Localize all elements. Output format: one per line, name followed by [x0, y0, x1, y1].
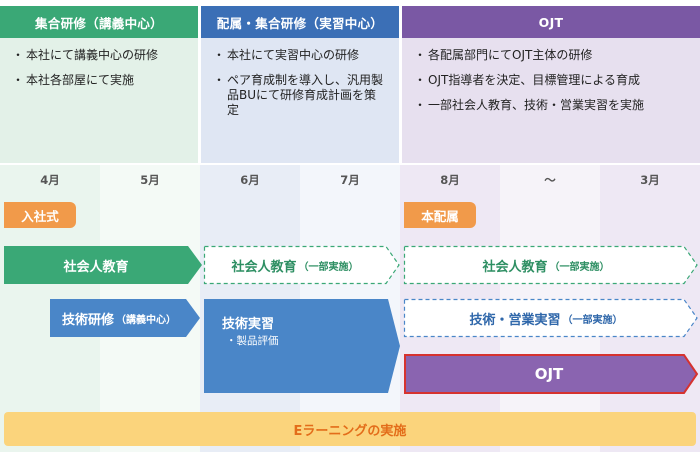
bullet: 本社にて講義中心の研修 [12, 48, 186, 63]
phase-header-lecture: 集合研修（講義中心） [0, 6, 198, 38]
bullet: 各配属部門にてOJT主体の研修 [414, 48, 688, 63]
elearning-bar: Eラーニングの実施 [4, 412, 696, 446]
phase-header-practice: 配属・集合研修（実習中心） [201, 6, 399, 38]
tech-training-label: 技術研修（講義中心） [61, 312, 176, 328]
month-label: 〜 [544, 173, 556, 187]
bullet: OJT指導者を決定、目標管理による育成 [414, 73, 688, 88]
bullet: ペア育成制を導入し、汎用製品BUにて研修育成計画を策定 [213, 73, 387, 118]
social-education-partial-label: 社会人教育（一部実施） [482, 259, 610, 275]
joining-ceremony-tag: 入社式 [4, 202, 76, 228]
month-label: 6月 [240, 173, 260, 187]
month-label: 4月 [40, 173, 60, 187]
social-education-partial-label: 社会人教育（一部実施） [231, 259, 359, 275]
tech-practice-sublabel: ・製品評価 [226, 335, 279, 347]
bullet: 一部社会人教育、技術・営業実習を実施 [414, 98, 688, 113]
bullet: 本社にて実習中心の研修 [213, 48, 387, 63]
month-label: 3月 [640, 173, 660, 187]
month-label: 5月 [140, 173, 160, 187]
tech-training-arrow [50, 299, 200, 337]
phase-description-lecture: 本社にて講義中心の研修 本社各部屋にて実施 [0, 38, 198, 163]
social-education-partial-arrow [403, 245, 698, 285]
phase-description-practice: 本社にて実習中心の研修 ペア育成制を導入し、汎用製品BUにて研修育成計画を策定 [201, 38, 399, 163]
social-education-arrow [4, 246, 202, 284]
bullet: 本社各部屋にて実施 [12, 73, 186, 88]
month-label: 8月 [440, 173, 460, 187]
social-education-partial-arrow [203, 245, 400, 285]
phase-header-ojt: OJT [402, 6, 700, 38]
tech-sales-practice-label: 技術・営業実習（一部実施） [469, 312, 623, 328]
assignment-tag: 本配属 [404, 202, 476, 228]
phase-description-ojt: 各配属部門にてOJT主体の研修 OJT指導者を決定、目標管理による育成 一部社会… [402, 38, 700, 163]
ojt-arrow [404, 354, 699, 394]
social-education-label: 社会人教育 [63, 259, 129, 275]
tech-sales-practice-arrow [403, 298, 698, 338]
tech-practice-arrow [204, 299, 400, 393]
tech-practice-label: 技術実習 [222, 317, 275, 332]
ojt-label: OJT [534, 365, 564, 383]
month-label: 7月 [340, 173, 360, 187]
